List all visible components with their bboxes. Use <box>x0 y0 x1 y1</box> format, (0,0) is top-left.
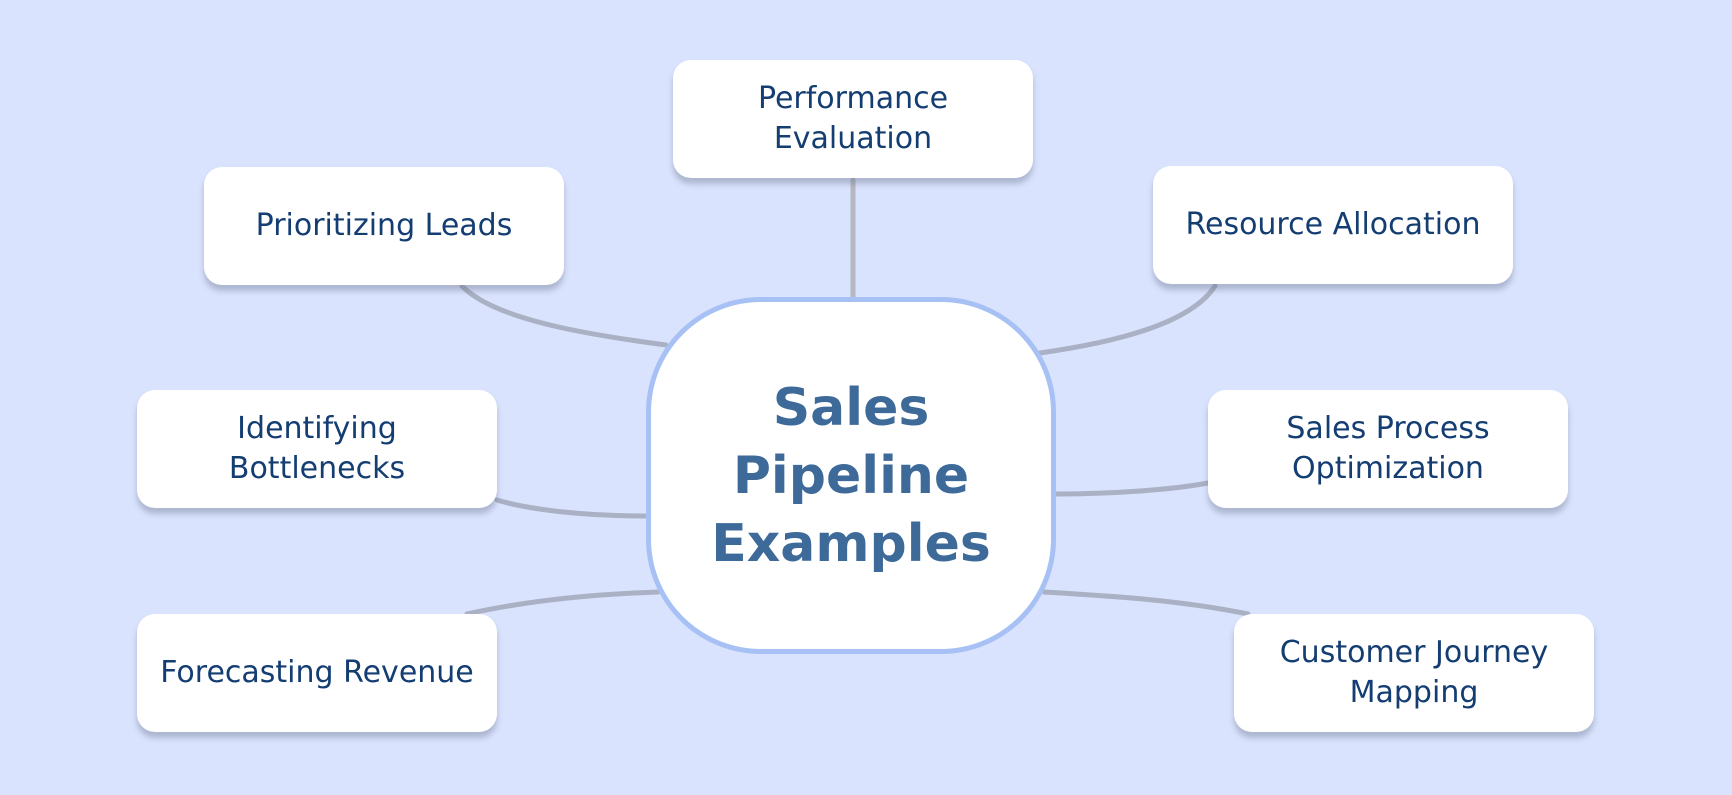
node-performance-evaluation: Performance Evaluation <box>673 60 1033 178</box>
node-identifying-bottlenecks: Identifying Bottlenecks <box>137 390 497 508</box>
connector-forecasting-revenue <box>464 589 661 617</box>
connector-prioritizing-leads <box>459 283 669 348</box>
node-sales-process-optimization: Sales Process Optimization <box>1208 390 1568 508</box>
node-label: Resource Allocation <box>1185 207 1481 242</box>
node-label: Customer Journey Mapping <box>1279 635 1549 710</box>
connector-identifying-bottlenecks <box>494 497 649 519</box>
node-label: Identifying Bottlenecks <box>228 411 406 486</box>
center-node: Sales Pipeline Examples <box>646 297 1056 654</box>
connector-sales-process-optimization <box>1053 480 1211 497</box>
node-prioritizing-leads: Prioritizing Leads <box>204 167 564 285</box>
node-customer-journey-mapping: Customer Journey Mapping <box>1234 614 1594 732</box>
connector-resource-allocation <box>1037 283 1218 356</box>
node-forecasting-revenue: Forecasting Revenue <box>137 614 497 732</box>
node-label: Forecasting Revenue <box>160 655 474 690</box>
node-label: Performance Evaluation <box>757 81 949 156</box>
node-label: Sales Process Optimization <box>1286 411 1490 486</box>
center-title: Sales Pipeline Examples <box>711 377 991 574</box>
node-label: Prioritizing Leads <box>255 208 513 243</box>
node-resource-allocation: Resource Allocation <box>1153 166 1513 284</box>
connector-customer-journey-mapping <box>1041 589 1251 617</box>
